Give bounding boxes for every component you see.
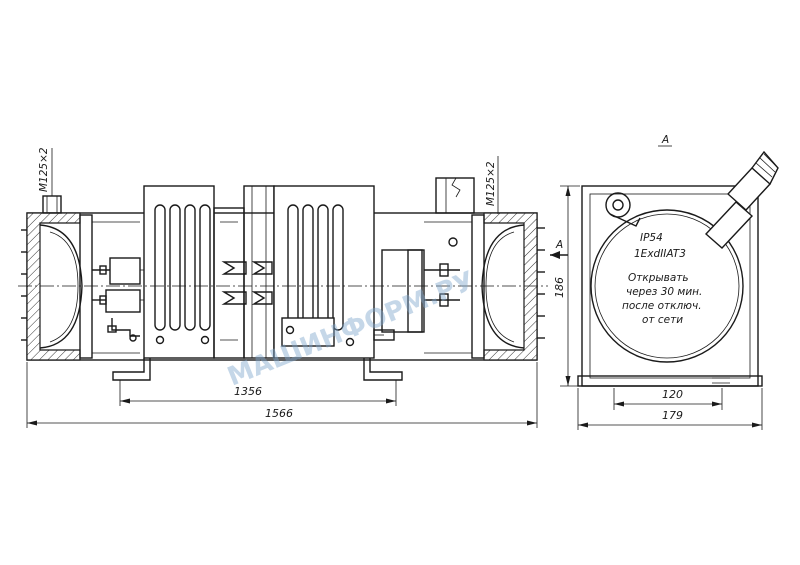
cable-gland [704,150,779,249]
dim-1566-label: 1566 [265,407,293,420]
heater-block-left [143,185,245,359]
lifting-eye [605,192,641,227]
dimension-186 [560,185,580,387]
view-title: A [661,134,669,146]
dimension-1566 [26,362,538,428]
left-terminals [92,257,144,342]
cover-plate [590,209,744,363]
left-fins [21,229,27,341]
end-view: A IP54 1ExdIIAT3 О [577,134,779,387]
right-cable-entry [435,177,475,247]
left-end-cap [26,212,140,361]
mounting-feet [112,358,403,381]
thread-label-left: M125×2 [38,147,50,192]
heater-block-right [273,185,375,359]
dimension-120 [613,388,723,410]
side-view [18,177,548,381]
right-terminals [373,249,460,341]
dim-120-label: 120 [662,388,683,401]
plate-line-1: IP54 [640,232,663,244]
dim-179-label: 179 [662,409,683,422]
end-base [577,375,763,387]
dimension-1356 [119,380,397,406]
plate-text: IP54 1ExdIIAT3 Открывать через 30 мин. п… [622,232,702,326]
plate-line-3: Открывать [628,272,689,284]
dimension-179 [577,388,763,430]
plate-line-5: после отключ. [622,300,702,312]
dim-186-label: 186 [553,277,566,298]
plate-line-6: от сети [642,314,683,326]
section-arrow-a [550,251,568,259]
dim-1356-label: 1356 [234,385,262,398]
thread-label-right: M125×2 [485,161,497,206]
plate-line-2: 1ExdIIAT3 [634,248,686,260]
left-cable-entry [42,195,62,214]
plate-line-4: через 30 мин. [626,286,702,298]
central-coupling [221,185,275,359]
section-arrow-label: A [555,239,563,251]
